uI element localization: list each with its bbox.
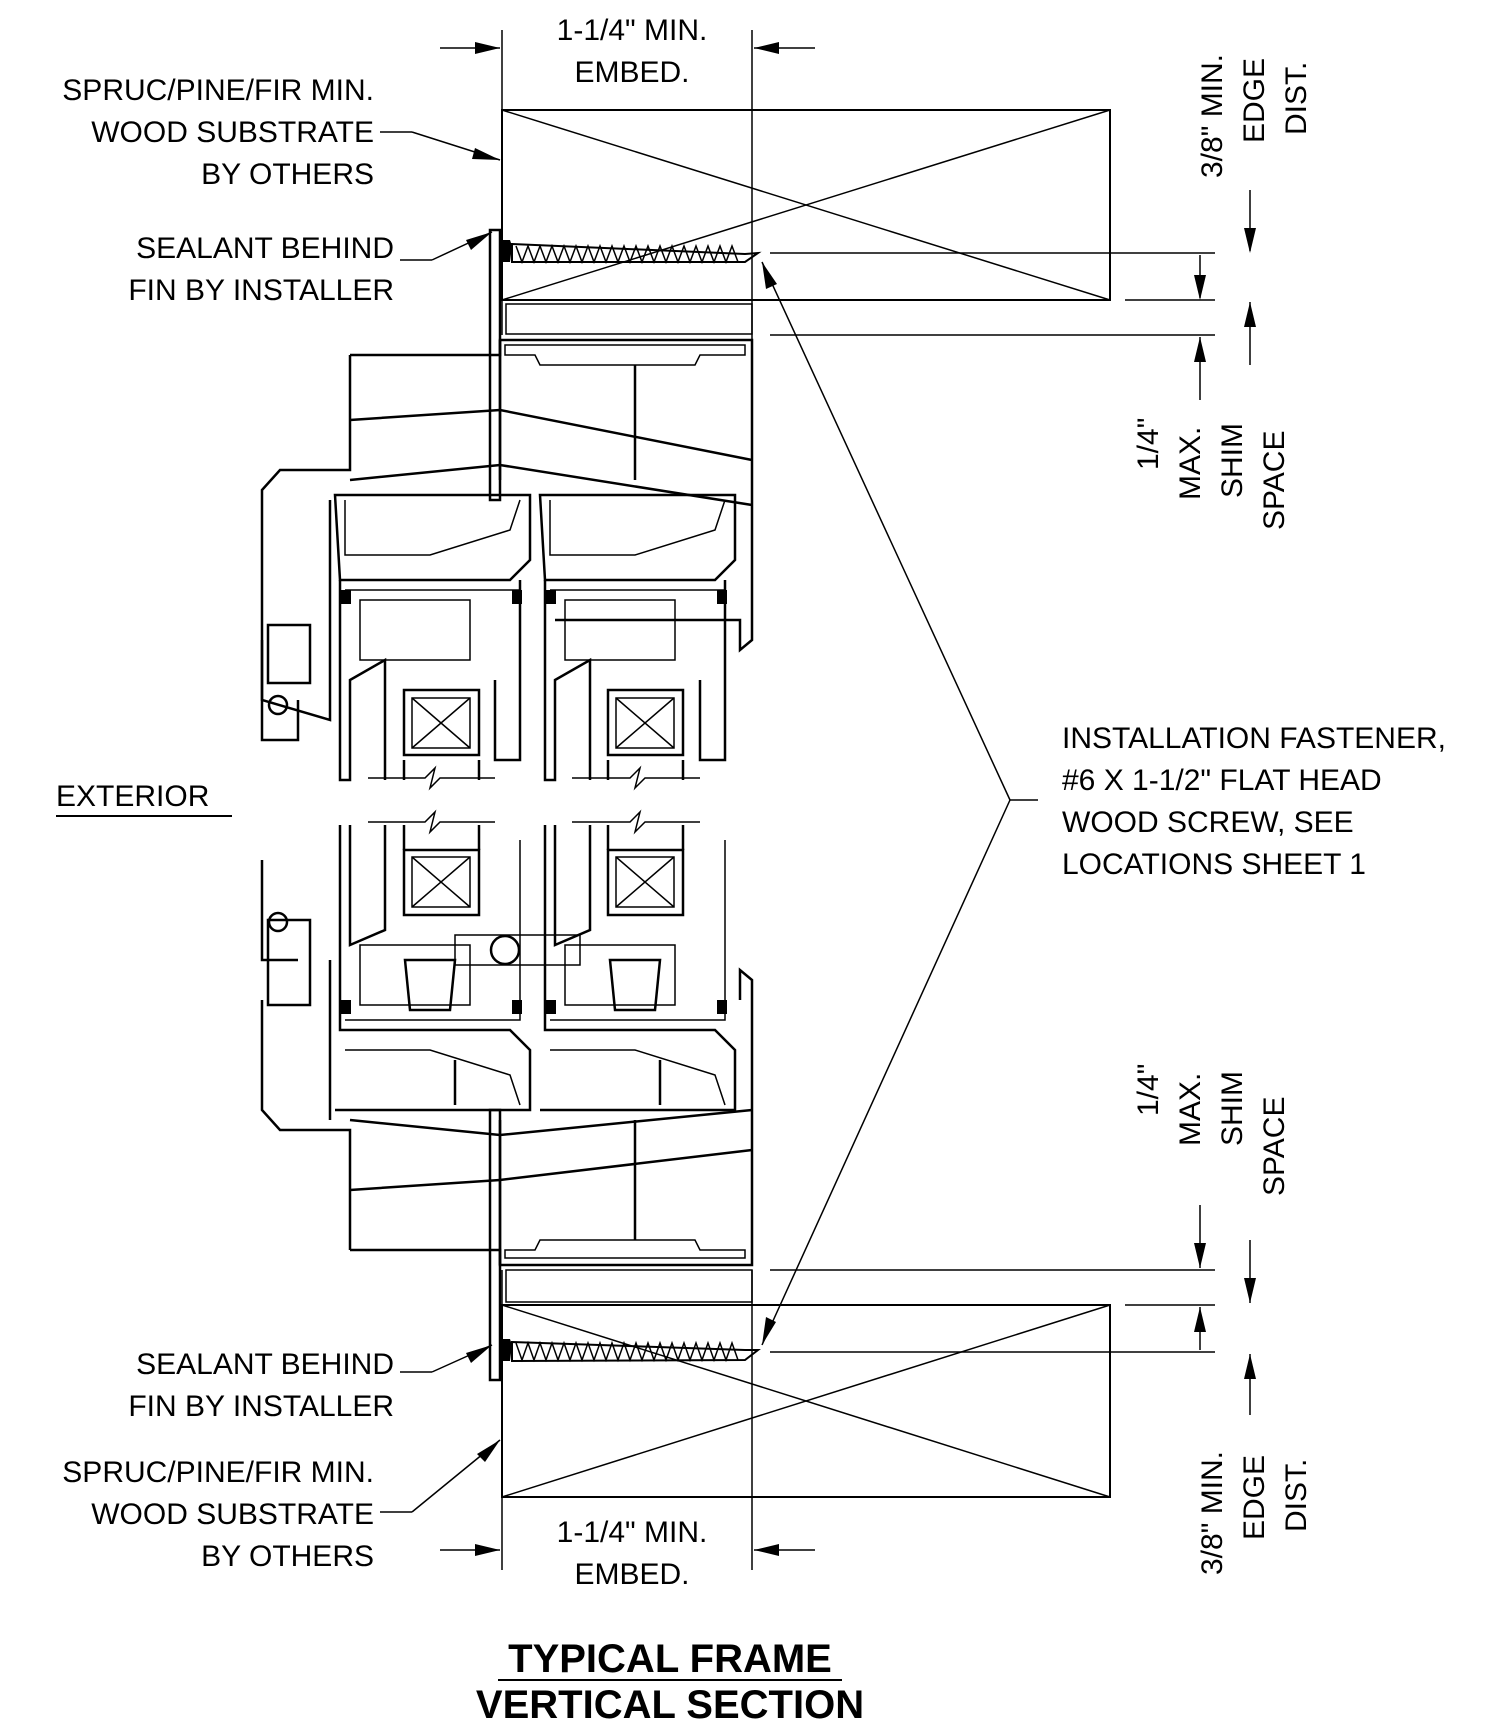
fastener-screw-top <box>500 240 762 265</box>
substrate-top-label-3: BY OTHERS <box>201 158 374 191</box>
shim-bottom-label: 1/4" MAX. SHIM SPACE <box>1132 1064 1291 1196</box>
edge-shim-dimension-bottom <box>770 1205 1256 1415</box>
embed-bottom-label-1: 1-1/4" MIN. <box>557 1516 708 1549</box>
glass-spacer-lower-left <box>402 825 481 917</box>
substrate-bottom-label-3: BY OTHERS <box>201 1540 374 1573</box>
edge-shim-dimension-top <box>770 190 1256 400</box>
title-line-2: VERTICAL SECTION <box>476 1683 864 1724</box>
svg-text:EDGE: EDGE <box>1238 1455 1271 1540</box>
svg-text:MAX.: MAX. <box>1174 427 1207 500</box>
embed-top-label-1: 1-1/4" MIN. <box>557 14 708 47</box>
frame-profile <box>260 228 754 1382</box>
svg-text:SHIM: SHIM <box>1216 1071 1249 1146</box>
wood-substrate-bottom <box>501 1304 1111 1498</box>
edge-top-label: 3/8" MIN. EDGE DIST. <box>1196 54 1313 178</box>
substrate-top-label-2: WOOD SUBSTRATE <box>91 116 374 149</box>
svg-text:SPACE: SPACE <box>1258 431 1291 530</box>
shim-top-label: 1/4" MAX. SHIM SPACE <box>1132 418 1291 530</box>
weatherstrip-markers <box>341 590 727 1014</box>
shim-gap-bottom <box>501 1269 753 1305</box>
svg-text:EDGE: EDGE <box>1238 58 1271 143</box>
svg-text:SPACE: SPACE <box>1258 1097 1291 1196</box>
svg-text:SHIM: SHIM <box>1216 423 1249 498</box>
embed-top-label-2: EMBED. <box>574 56 689 89</box>
substrate-top-label-1: SPRUC/PINE/FIR MIN. <box>62 74 374 107</box>
svg-text:DIST.: DIST. <box>1280 62 1313 135</box>
sealant-top-label-2: FIN BY INSTALLER <box>128 274 394 307</box>
sealant-bottom-label-2: FIN BY INSTALLER <box>128 1390 394 1423</box>
glass-spacer-lower-right <box>606 825 685 917</box>
embed-dimension-top <box>440 30 815 340</box>
glass-spacer-upper-left <box>402 688 481 780</box>
embed-dimension-bottom <box>440 1270 815 1570</box>
glass-spacer-upper-right <box>606 688 685 780</box>
fastener-screw-bottom <box>500 1339 761 1363</box>
svg-text:1/4": 1/4" <box>1132 1064 1165 1116</box>
title-line-1: TYPICAL FRAME <box>508 1637 832 1681</box>
fastener-label-3: WOOD SCREW, SEE <box>1062 806 1354 839</box>
sealant-top-label-1: SEALANT BEHIND <box>136 232 394 265</box>
svg-text:3/8" MIN.: 3/8" MIN. <box>1196 54 1229 178</box>
substrate-bottom-label-2: WOOD SUBSTRATE <box>91 1498 374 1531</box>
shim-gap-top <box>501 300 753 335</box>
svg-text:DIST.: DIST. <box>1280 1459 1313 1532</box>
wood-substrate-top <box>501 109 1111 301</box>
fastener-label-2: #6 X 1-1/2" FLAT HEAD <box>1062 764 1382 797</box>
svg-text:3/8" MIN.: 3/8" MIN. <box>1196 1451 1229 1575</box>
embed-bottom-label-2: EMBED. <box>574 1558 689 1591</box>
svg-text:1/4": 1/4" <box>1132 418 1165 470</box>
sealant-bottom-label-1: SEALANT BEHIND <box>136 1348 394 1381</box>
exterior-label: EXTERIOR <box>56 780 209 813</box>
fastener-label-4: LOCATIONS SHEET 1 <box>1062 848 1366 881</box>
svg-text:MAX.: MAX. <box>1174 1073 1207 1146</box>
substrate-bottom-label-1: SPRUC/PINE/FIR MIN. <box>62 1456 374 1489</box>
edge-bottom-label: 3/8" MIN. EDGE DIST. <box>1196 1451 1313 1575</box>
fastener-label-1: INSTALLATION FASTENER, <box>1062 722 1446 755</box>
leader-lines <box>380 131 1038 1513</box>
